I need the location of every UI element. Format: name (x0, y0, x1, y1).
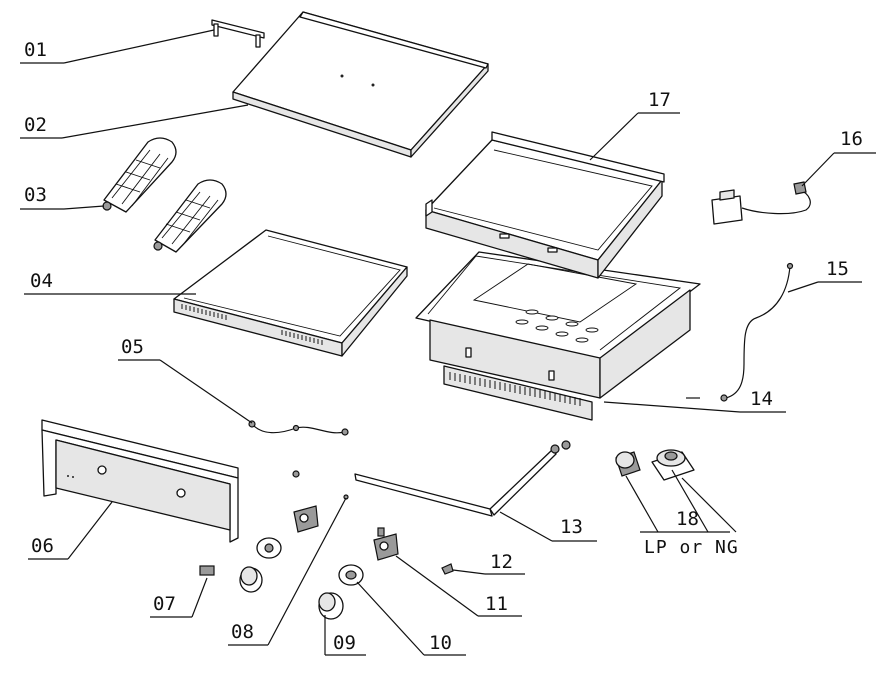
callout-06-label: 06 (31, 535, 54, 557)
callout-07-label: 07 (153, 593, 176, 615)
callout-03-label: 03 (24, 184, 47, 206)
callout-12-label: 12 (490, 551, 513, 573)
part-12-screw (441, 563, 454, 575)
part-02-lid (232, 11, 489, 158)
part-03-burners (102, 137, 227, 253)
callout-13: 13 (499, 511, 597, 542)
callout-08-label: 08 (231, 621, 254, 643)
callout-07: 07 (150, 577, 208, 618)
callout-13-label: 13 (560, 516, 583, 538)
callout-15: 15 (787, 258, 862, 293)
callout-15-label: 15 (826, 258, 849, 280)
callout-08: 08 (228, 497, 347, 646)
callout-02: 02 (20, 104, 249, 139)
callout-05: 05 (118, 336, 253, 424)
callout-04-label: 04 (30, 270, 53, 292)
part-07-ignition-button (199, 565, 215, 576)
part-04-drip-tray (173, 229, 408, 357)
firebox-burner-ports (515, 309, 599, 343)
callout-09-label: 09 (333, 632, 356, 654)
callout-11-label: 11 (485, 593, 508, 615)
part-01-handle (211, 19, 265, 48)
callout-18: 18 LP or NG (625, 469, 739, 558)
firebox-vents (449, 372, 581, 406)
callout-05-label: 05 (121, 336, 144, 358)
callout-03: 03 (20, 184, 105, 210)
callout-18-note: LP or NG (644, 537, 739, 558)
part-14-firebox (415, 251, 701, 421)
part-09-control-knob (318, 592, 344, 620)
part-10-knob-bezel (338, 564, 364, 586)
part-11-gas-valve (373, 527, 399, 561)
callout-04: 04 (24, 270, 196, 295)
part-17-griddle-plate (425, 131, 665, 279)
callout-10-label: 10 (429, 632, 452, 654)
callout-17-label: 17 (648, 89, 671, 111)
callout-16: 16 (801, 128, 876, 187)
part-06-control-panel (41, 419, 239, 543)
callout-01: 01 (20, 29, 215, 64)
callout-11: 11 (395, 555, 522, 617)
callout-14: 14 (603, 388, 786, 413)
callout-12: 12 (452, 551, 525, 575)
callout-09: 09 (324, 615, 366, 656)
callout-18-label: 18 (676, 508, 699, 530)
part-08-fastener (239, 470, 349, 593)
callout-02-label: 02 (24, 114, 47, 136)
callout-17: 17 (589, 89, 680, 161)
part-05-wire-harness (248, 420, 349, 436)
part-18-gas-regulators (615, 449, 695, 481)
callout-01-label: 01 (24, 39, 47, 61)
drip-tray-vents (181, 304, 323, 345)
callout-14-label: 14 (750, 388, 773, 410)
part-16-igniter-module (711, 181, 811, 225)
part-13-gas-manifold (354, 440, 571, 517)
part-15-thermocouple-wire (686, 262, 794, 402)
callout-16-label: 16 (840, 128, 863, 150)
callout-10: 10 (356, 581, 466, 656)
callout-06: 06 (28, 501, 113, 560)
